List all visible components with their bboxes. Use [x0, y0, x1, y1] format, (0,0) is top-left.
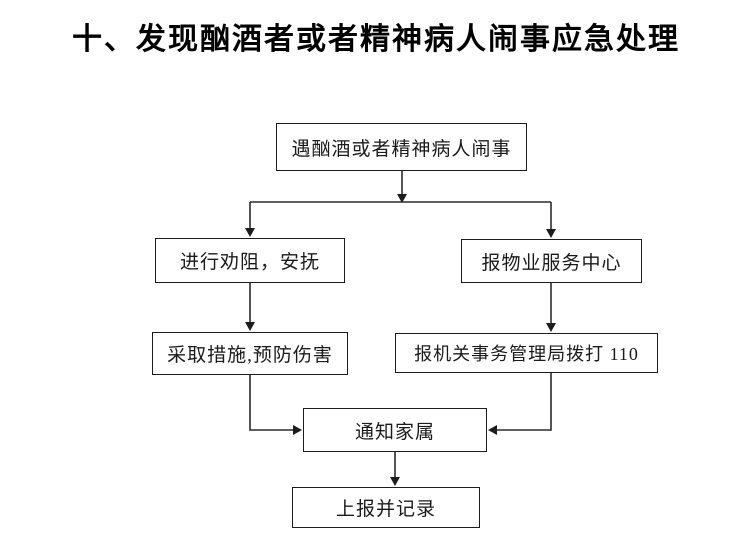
edge-branch-report-property [546, 202, 556, 238]
edge-notify-record [390, 452, 400, 486]
arrowhead-right-icon [293, 425, 302, 435]
arrowhead-down-icon [245, 228, 255, 237]
arrowhead-down-icon [245, 322, 255, 331]
node-label: 进行劝阻，安抚 [179, 252, 320, 273]
node-label: 报物业服务中心 [481, 252, 622, 274]
node-report-admin-110: 报机关事务管理局拨打 110 [395, 333, 658, 373]
arrowhead-left-icon [488, 425, 497, 435]
connector-line [496, 373, 552, 431]
edge-start-branch [250, 171, 551, 203]
node-start: 遇酗酒或者精神病人闹事 [276, 123, 527, 171]
arrowhead-down-icon [397, 194, 407, 203]
node-notify-family: 通知家属 [303, 408, 487, 452]
node-label: 通知家属 [354, 421, 435, 443]
node-label: 报机关事务管理局拨打 110 [414, 344, 639, 364]
node-label: 遇酗酒或者精神病人闹事 [291, 138, 512, 160]
node-dissuade: 进行劝阻，安抚 [155, 238, 345, 283]
node-take-measures: 采取措施,预防伤害 [152, 332, 348, 375]
edge-report-admin-notify [488, 373, 552, 435]
page-title: 十、发现酗酒者或者精神病人闹事应急处理 [72, 23, 680, 56]
arrowhead-down-icon [390, 477, 400, 486]
node-report-property: 报物业服务中心 [461, 239, 642, 283]
edge-measures-notify [249, 375, 302, 435]
connector-line [249, 375, 294, 431]
node-report-record: 上报并记录 [292, 487, 480, 528]
edge-dissuade-measures [245, 283, 255, 331]
arrowhead-down-icon [546, 323, 556, 332]
edge-branch-dissuade [245, 202, 255, 237]
node-label: 采取措施,预防伤害 [167, 345, 333, 366]
node-label: 上报并记录 [335, 499, 436, 520]
edge-report-property-report-admin [546, 283, 556, 332]
arrowhead-down-icon [546, 229, 556, 238]
